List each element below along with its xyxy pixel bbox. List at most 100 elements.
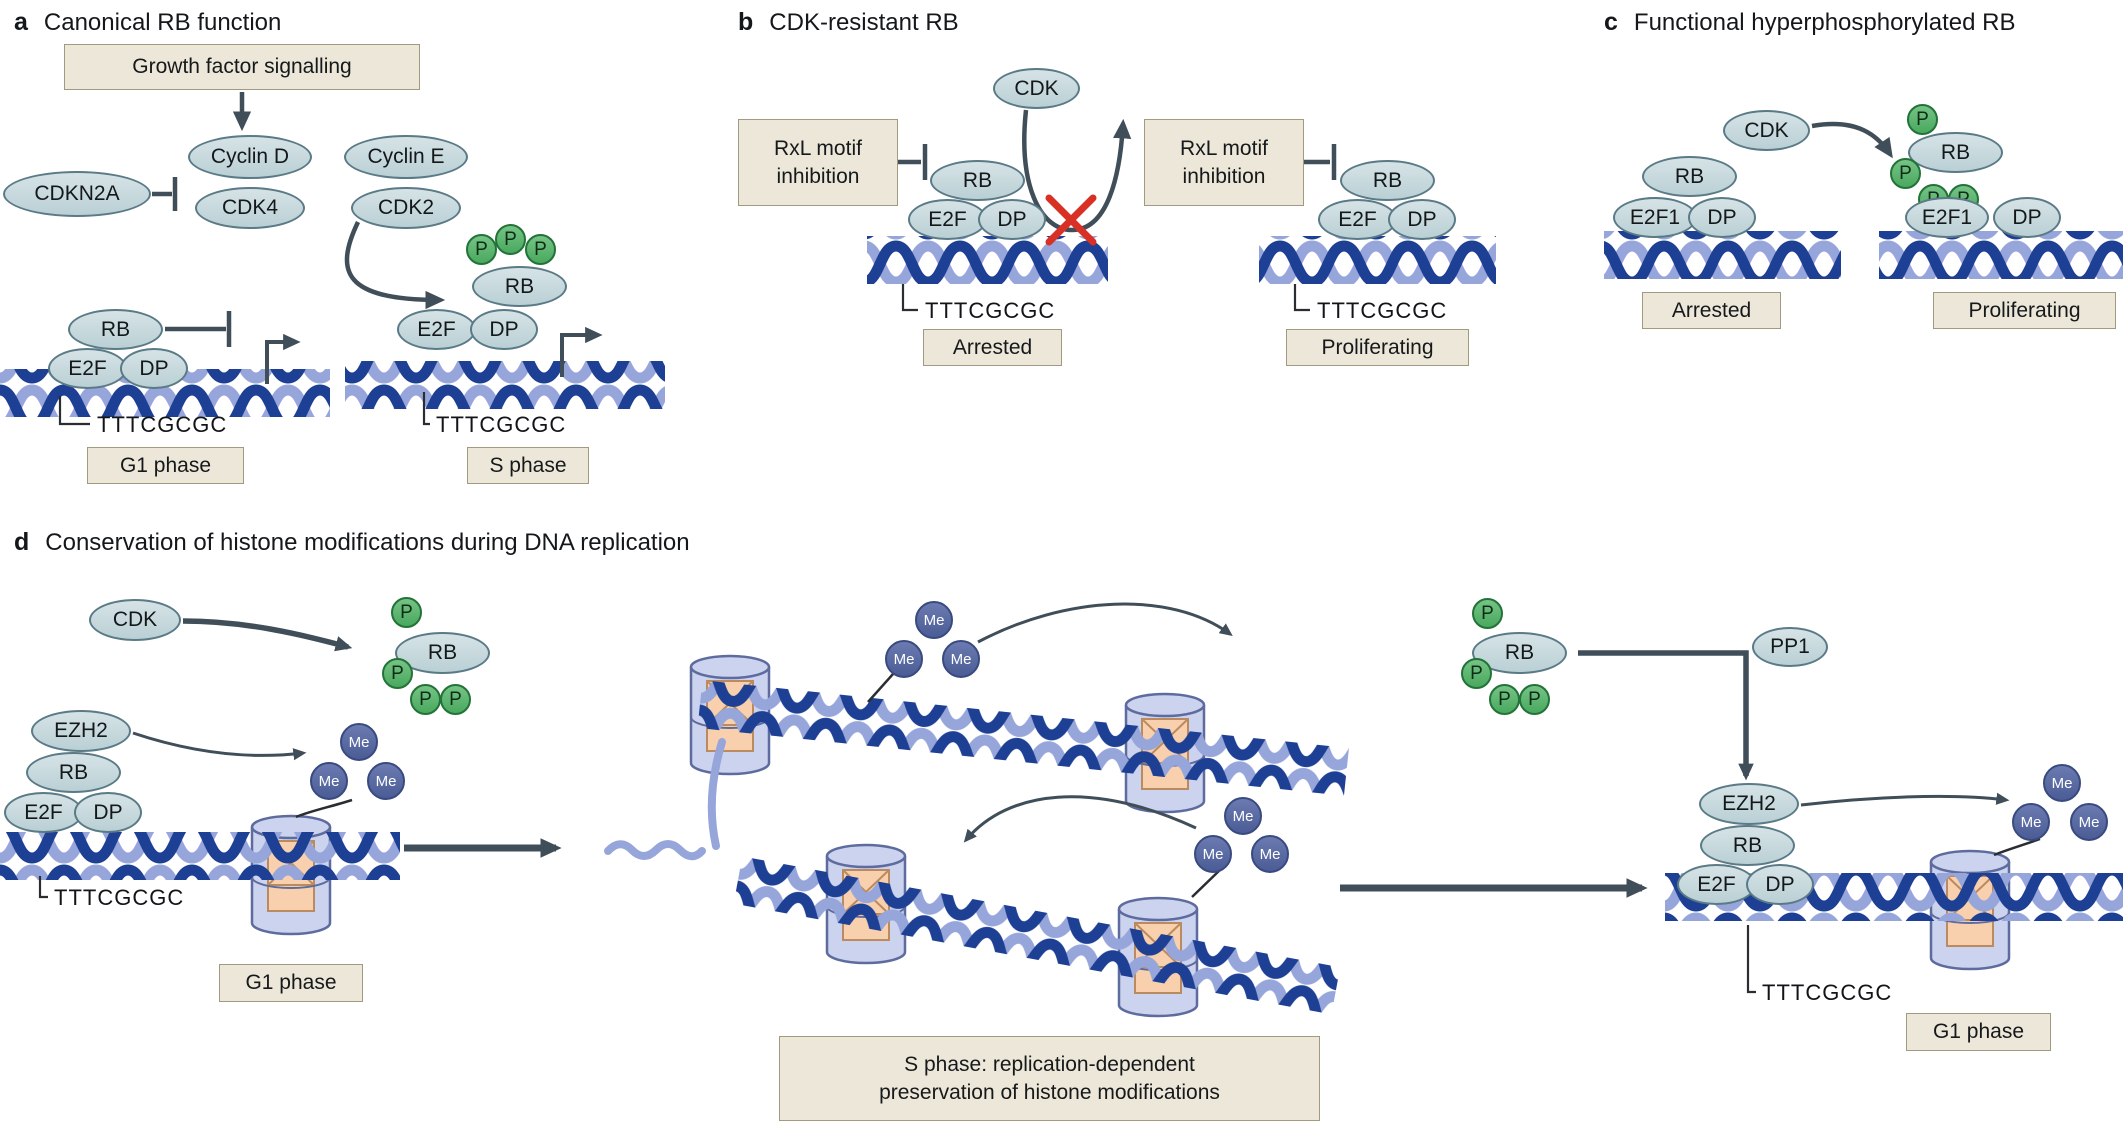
seq-connector-a-s [422, 392, 430, 426]
methyl-me-top1: Me [915, 601, 953, 639]
arrow-me-transfer-top [977, 602, 1233, 644]
protein-dp-a-s: DP [470, 309, 538, 350]
phospho-p-a1: P [466, 234, 497, 265]
tail-me-d-left [295, 798, 353, 819]
protein-cdk-b: CDK [993, 68, 1080, 109]
s-phase-box-a: S phase [467, 447, 589, 484]
arrested-box-b: Arrested [923, 329, 1062, 366]
dna-sequence-b-left: TTTCGCGC [925, 298, 1056, 323]
panel-b-header: b CDK-resistant RB [738, 8, 959, 37]
panel-d-header: d Conservation of histone modifications … [14, 528, 690, 557]
dna-b-right [1259, 236, 1496, 284]
arrow-cdk-hyperphospho [1811, 121, 1893, 159]
phospho-p-a3: P [525, 234, 556, 265]
proliferating-box-c: Proliferating [1933, 292, 2116, 329]
growth-factor-box: Growth factor signalling [64, 44, 420, 90]
phospho-p-a2: P [495, 224, 526, 255]
panel-d-title: Conservation of histone modifications du… [45, 529, 690, 556]
arrow-transcription-active [560, 326, 603, 377]
protein-dp-b-left: DP [978, 199, 1046, 240]
panel-b-letter: b [738, 8, 754, 36]
phospho-p-d3: P [410, 684, 441, 715]
panel-a-letter: a [14, 8, 28, 36]
protein-rb-c-right: RB [1908, 132, 2003, 173]
protein-e2f-d-right: E2F [1677, 864, 1756, 905]
rxl-right-line2: inhibition [1182, 164, 1266, 188]
phospho-p-dr1: P [1472, 598, 1503, 629]
phospho-p-c1: P [1907, 104, 1938, 135]
panel-c-title: Functional hyperphosphorylated RB [1633, 9, 2016, 36]
panel-a-title: Canonical RB function [43, 9, 282, 36]
dna-b-left [867, 236, 1108, 284]
protein-dp-d-left: DP [74, 792, 142, 833]
arrow-me-transfer-bottom [963, 795, 1197, 843]
arrow-ezh2-methylation-right [1800, 792, 2010, 807]
protein-rb-b-left: RB [930, 160, 1025, 201]
protein-e2f-d-left: E2F [4, 792, 83, 833]
methyl-me-top2: Me [885, 640, 923, 678]
methyl-me-dr2: Me [2012, 803, 2050, 841]
protein-dp-c-right: DP [1993, 197, 2061, 238]
protein-ezh2-d-right: EZH2 [1699, 783, 1799, 825]
methyl-me-dl3: Me [367, 762, 405, 800]
s-phase-box-d: S phase: replication-dependent preservat… [779, 1036, 1320, 1121]
protein-dp-d-right: DP [1746, 864, 1814, 905]
dna-sequence-d-left: TTTCGCGC [54, 885, 185, 910]
arrow-pp1-dephospho [1578, 650, 1754, 781]
protein-rb-a-g1: RB [68, 309, 163, 350]
dna-d-bottom-branch [733, 856, 1341, 1015]
dna-c-right [1879, 231, 2123, 279]
seq-connector-a-g1 [58, 396, 90, 426]
arrows [38, 92, 2041, 994]
arrow-cdk-blocked-curve [1022, 109, 1132, 233]
protein-e2f-b-left: E2F [908, 199, 987, 240]
phospho-p-dr2: P [1461, 658, 1492, 689]
rxl-left-line2: inhibition [776, 164, 860, 188]
protein-rb-d-right: RB [1700, 825, 1795, 866]
methyl-me-bot1: Me [1224, 797, 1262, 835]
methyl-me-bot2: Me [1194, 835, 1232, 873]
protein-dp-c-left: DP [1688, 197, 1756, 238]
tail-me-d-right [1993, 837, 2041, 857]
panel-b-title: CDK-resistant RB [769, 9, 959, 36]
methyl-me-bot3: Me [1251, 835, 1289, 873]
methyl-me-dl2: Me [310, 762, 348, 800]
protein-dp-a-g1: DP [120, 348, 188, 389]
protein-cyclin-e: Cyclin E [344, 135, 468, 179]
protein-rb-c-left: RB [1642, 156, 1737, 197]
protein-cyclin-d: Cyclin D [188, 135, 312, 179]
red-x-icon [1045, 194, 1097, 246]
dna-helices [0, 231, 2123, 1015]
protein-e2f-a-g1: E2F [48, 348, 127, 389]
panel-c-letter: c [1604, 8, 1618, 36]
dna-c-left [1604, 231, 1841, 279]
g1-phase-box-a: G1 phase [87, 447, 244, 484]
panel-c-header: c Functional hyperphosphorylated RB [1604, 8, 2015, 37]
methyl-me-top3: Me [942, 640, 980, 678]
arrow-transcription-blocked [265, 333, 301, 384]
protein-cdkn2a: CDKN2A [3, 171, 151, 217]
s-phase-d-line1: S phase: replication-dependent [904, 1053, 1195, 1077]
seq-connector-d-right [1746, 925, 1756, 994]
protein-e2f-a-s: E2F [397, 309, 476, 350]
g1-phase-box-d-left: G1 phase [219, 964, 363, 1002]
protein-cdk4: CDK4 [195, 187, 305, 229]
arrow-cdk-d [182, 618, 353, 652]
phospho-p-dr4: P [1519, 684, 1550, 715]
phospho-p-c2: P [1890, 158, 1921, 189]
seq-connector-d-left [38, 876, 48, 899]
protein-rb-d-left: RB [26, 752, 121, 793]
protein-e2f1-c-right: E2F1 [1905, 197, 1989, 238]
rxl-right-line1: RxL motif [1180, 137, 1268, 161]
protein-pp1: PP1 [1752, 627, 1828, 667]
dna-d-top-branch [697, 680, 1349, 796]
tail-me-bottom [1191, 867, 1223, 898]
g1-phase-box-d-right: G1 phase [1906, 1013, 2051, 1051]
protein-rb-phospho-a: RB [472, 266, 567, 307]
seq-connector-b-left [901, 284, 918, 312]
dna-d-left [0, 832, 400, 880]
arrow-ezh2-methylation-left [132, 731, 307, 761]
dna-sequence-a-s: TTTCGCGC [436, 412, 567, 437]
protein-ezh2-d-left: EZH2 [31, 710, 131, 752]
